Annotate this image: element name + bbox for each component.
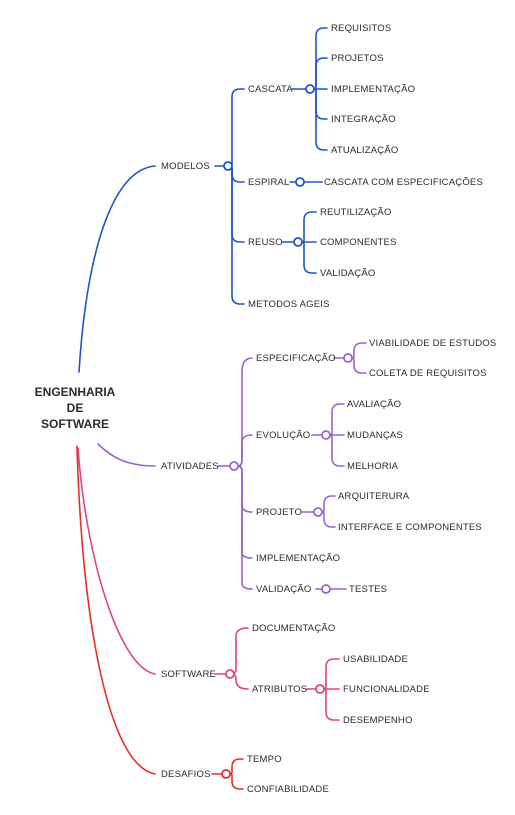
node-especificacao[interactable]: ESPECIFICAÇÃO — [256, 353, 336, 364]
evolucao-junction[interactable] — [321, 430, 331, 440]
reuso-link-0 — [297, 211, 317, 243]
atividades-junction[interactable] — [229, 461, 239, 471]
cascata-link-1 — [309, 57, 328, 90]
node-requisitos[interactable]: REQUISITOS — [331, 23, 391, 34]
node-atualizacao[interactable]: ATUALIZAÇÃO — [331, 145, 398, 156]
root-to-atividades-link — [97, 443, 156, 467]
atividades-link-0 — [233, 357, 253, 467]
node-melhoria[interactable]: MELHORIA — [347, 461, 399, 472]
node-arquiterura[interactable]: ARQUITERURA — [338, 491, 410, 502]
node-modelos[interactable]: MODELOS — [161, 161, 210, 172]
node-validacao-reuso[interactable]: VALIDAÇÃO — [320, 268, 375, 279]
node-projetos[interactable]: PROJETOS — [331, 53, 384, 64]
reuso-link-2 — [297, 241, 317, 274]
node-funcionalidade[interactable]: FUNCIONALIDADE — [343, 684, 430, 695]
node-software[interactable]: SOFTWARE — [161, 669, 216, 680]
modelos-link-2 — [227, 165, 245, 243]
software-junction[interactable] — [225, 669, 235, 679]
node-cascata[interactable]: CASCATA — [248, 84, 293, 95]
cascata-link-3 — [309, 88, 328, 120]
node-testes[interactable]: TESTES — [349, 584, 387, 595]
node-reutilizacao[interactable]: REUTILIZAÇÃO — [320, 207, 392, 218]
node-coleta-de-requisitos[interactable]: COLETA DE REQUISITOS — [369, 368, 487, 379]
node-documentacao[interactable]: DOCUMENTAÇÃO — [252, 623, 336, 634]
mind-map-junctions — [221, 84, 353, 779]
root-title-line-3[interactable]: SOFTWARE — [41, 417, 109, 431]
root-to-modelos-link — [78, 165, 156, 373]
root-title-line-1[interactable]: ENGENHARIA — [35, 385, 116, 399]
node-desafios[interactable]: DESAFIOS — [161, 769, 211, 780]
desafios-junction[interactable] — [221, 769, 231, 779]
node-espiral[interactable]: ESPIRAL — [248, 177, 290, 188]
node-cascata-com-especificacoes[interactable]: CASCATA COM ESPECIFICAÇÕES — [324, 177, 483, 188]
cascata-junction[interactable] — [305, 84, 315, 94]
node-interface-e-componentes[interactable]: INTERFACE E COMPONENTES — [338, 522, 482, 533]
node-integracao[interactable]: INTEGRAÇÃO — [331, 114, 396, 125]
root-to-software-link — [77, 447, 156, 675]
node-implementacao-cascata[interactable]: IMPLEMENTAÇÃO — [331, 84, 415, 95]
validacao-junction[interactable] — [321, 584, 331, 594]
node-evolucao[interactable]: EVOLUÇÃO — [256, 430, 310, 441]
mind-map-labels: ENGENHARIA DE SOFTWARE MODELOS CASCATA R… — [35, 23, 497, 795]
modelos-junction[interactable] — [223, 161, 233, 171]
node-avaliacao[interactable]: AVALIAÇÃO — [347, 399, 401, 410]
node-confiabilidade[interactable]: CONFIABILIDADE — [247, 784, 329, 795]
node-validacao[interactable]: VALIDAÇÃO — [256, 584, 311, 595]
node-viabilidade-de-estudos[interactable]: VIABILIDADE DE ESTUDOS — [369, 338, 496, 349]
mind-map-links — [76, 27, 367, 790]
node-projeto[interactable]: PROJETO — [256, 507, 302, 518]
atributos-link-2 — [319, 688, 340, 721]
software-link-0 — [229, 627, 249, 675]
node-atividades[interactable]: ATIVIDADES — [161, 461, 219, 472]
espiral-junction[interactable] — [295, 177, 305, 187]
especificacao-junction[interactable] — [343, 353, 353, 363]
atributos-link-0 — [319, 658, 340, 690]
node-desempenho[interactable]: DESEMPENHO — [343, 715, 413, 726]
projeto-junction[interactable] — [313, 507, 323, 517]
atividades-link-2 — [233, 465, 253, 513]
root-to-desafios-link — [76, 445, 156, 775]
node-usabilidade[interactable]: USABILIDADE — [343, 654, 408, 665]
node-tempo[interactable]: TEMPO — [247, 754, 282, 765]
node-implementacao[interactable]: IMPLEMENTAÇÃO — [256, 553, 340, 564]
root-title-line-2[interactable]: DE — [67, 401, 84, 415]
reuso-junction[interactable] — [293, 237, 303, 247]
node-mudancas[interactable]: MUDANÇAS — [347, 430, 403, 441]
node-reuso[interactable]: REUSO — [248, 237, 283, 248]
atributos-junction[interactable] — [315, 684, 325, 694]
evolucao-link-0 — [325, 403, 345, 436]
modelos-link-3 — [227, 165, 245, 305]
atividades-link-4 — [233, 465, 253, 590]
node-atributos[interactable]: ATRIBUTOS — [252, 684, 307, 695]
node-metodos-ageis[interactable]: METODOS AGEIS — [248, 299, 330, 310]
node-componentes[interactable]: COMPONENTES — [320, 237, 397, 248]
modelos-link-0 — [227, 88, 245, 167]
evolucao-link-2 — [325, 434, 345, 467]
atividades-link-1 — [233, 434, 253, 467]
